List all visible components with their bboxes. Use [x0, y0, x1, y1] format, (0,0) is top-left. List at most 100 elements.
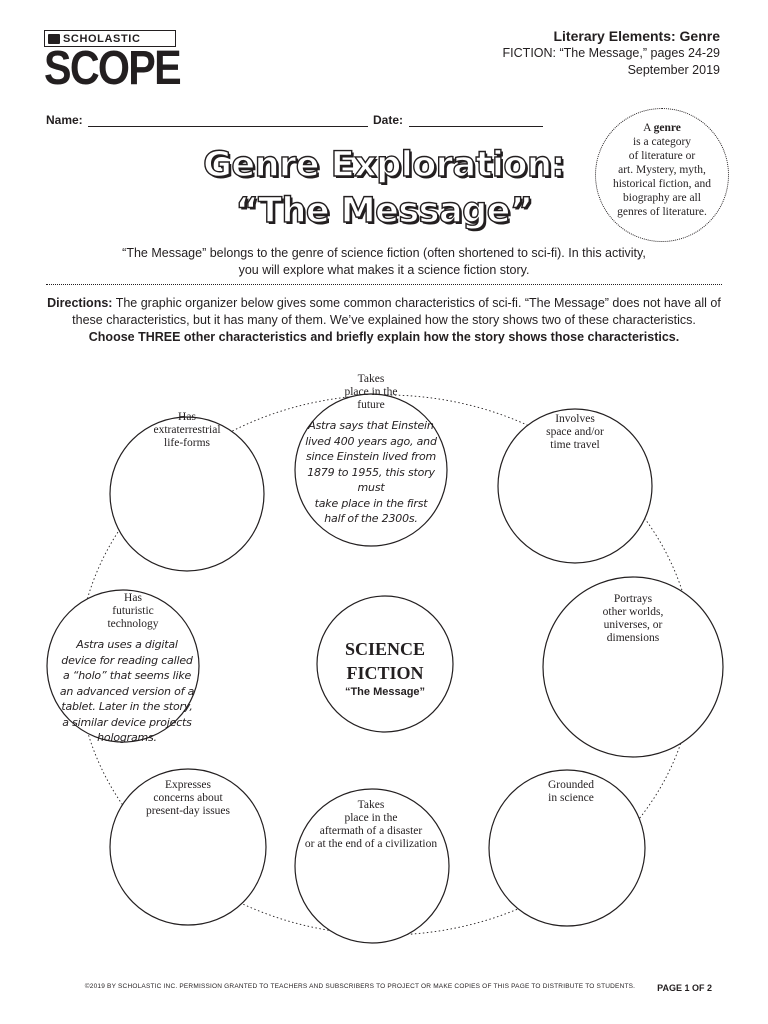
answer-tech-3: a “holo” that seems like [62, 669, 192, 682]
label-sci-2: in science [548, 792, 594, 804]
genre-line-7: genres of literature. [617, 206, 707, 218]
header-date: September 2019 [627, 63, 720, 77]
page-title: Genre Exploration: “The Message” [0, 142, 768, 234]
label-future-3: future [357, 399, 385, 411]
date-label: Date: [373, 113, 404, 127]
dotted-divider [46, 284, 722, 285]
answer-technology: Astra uses a digital device for reading … [52, 637, 202, 746]
scholastic-bar: SCHOLASTIC [44, 30, 176, 47]
intro-text: “The Message” belongs to the genre of sc… [40, 245, 728, 279]
name-label: Name: [46, 113, 83, 127]
name-field[interactable] [88, 126, 368, 127]
scope-logo: SCHOLASTIC SCOPE [44, 30, 182, 94]
label-st-3: time travel [550, 439, 600, 451]
directions-line-1: Directions: The graphic organizer below … [30, 295, 738, 312]
answer-future-2: lived 400 years ago, and [305, 434, 437, 448]
answer-future: Astra says that Einstein lived 400 years… [296, 418, 446, 527]
directions-line-1-text: The graphic organizer below gives some c… [112, 296, 721, 310]
center-line-1: SCIENCE [344, 639, 426, 659]
answer-tech-1: Astra uses a digital [76, 638, 178, 651]
answer-future-4: 1879 to 1955, this story must [307, 465, 435, 495]
intro-line-2: you will explore what makes it a science… [238, 263, 530, 277]
intro-line-1: “The Message” belongs to the genre of sc… [122, 246, 646, 260]
copyright-footer: ©2019 BY SCHOLASTIC INC. PERMISSION GRAN… [84, 983, 636, 990]
circle-future[interactable] [294, 393, 448, 547]
label-tech-3: technology [107, 618, 159, 630]
label-ow-1: Portrays [613, 593, 653, 605]
genre-pre: A [643, 122, 654, 134]
page-number: PAGE 1 OF 2 [657, 983, 712, 993]
circle-other-worlds[interactable] [542, 576, 724, 758]
label-pd-1: Expresses [165, 779, 211, 791]
label-science: Grounded in science [521, 779, 621, 805]
label-et-1: Has [178, 411, 196, 423]
label-dis-1: Takes [357, 799, 385, 811]
label-disaster: Takes place in the aftermath of a disast… [296, 799, 446, 851]
genre-line-5: historical fiction, and [612, 178, 712, 190]
genre-line-2: is a category [632, 136, 692, 148]
label-pd-3: present-day issues [146, 805, 230, 817]
answer-tech-5: tablet. Later in the story, [61, 700, 193, 713]
label-future: Takes place in the future [321, 373, 421, 412]
scope-wordmark: SCOPE [44, 42, 182, 95]
label-et-3: life-forms [164, 437, 210, 449]
genre-definition: A genre is a category of literature or a… [595, 108, 729, 242]
label-ow-3: universes, or [603, 619, 663, 631]
label-tech-2: futuristic [112, 605, 154, 617]
center-circle [316, 595, 454, 733]
circle-science[interactable] [488, 769, 646, 927]
center-title: SCIENCE FICTION [320, 637, 450, 685]
label-ow-2: other worlds, [602, 606, 664, 618]
label-extraterrestrial: Has extraterrestrial life-forms [137, 411, 237, 450]
circle-extraterrestrial[interactable] [109, 416, 265, 572]
directions-text: Directions: The graphic organizer below … [30, 295, 738, 346]
label-dis-2: place in the [344, 812, 398, 824]
book-icon [48, 33, 60, 44]
title-line-1: Genre Exploration: [202, 144, 566, 185]
answer-tech-4: an advanced version of a [59, 684, 195, 698]
title-line-2: “The Message” [235, 190, 534, 231]
label-space-time: Involves space and/or time travel [525, 413, 625, 452]
genre-term: genre [653, 122, 681, 134]
answer-future-3: since Einstein lived from [305, 450, 437, 463]
label-present-day: Expresses concerns about present-day iss… [138, 779, 238, 818]
answer-tech-2: device for reading called [61, 653, 193, 667]
circle-present-day[interactable] [109, 768, 267, 926]
label-other-worlds: Portrays other worlds, universes, or dim… [583, 593, 683, 645]
genre-line-1: A genre [596, 121, 728, 135]
label-dis-4: or at the end of a civilization [304, 838, 438, 850]
label-ow-4: dimensions [606, 632, 660, 644]
date-field[interactable] [409, 126, 543, 127]
answer-tech-6: a similar device projects [62, 715, 192, 729]
circle-technology[interactable] [46, 589, 200, 743]
answer-future-6: half of the 2300s. [324, 512, 418, 525]
header-lesson: Literary Elements: Genre [553, 28, 720, 44]
label-et-2: extraterrestrial [153, 424, 221, 436]
header-story: FICTION: “The Message,” pages 24-29 [502, 46, 720, 60]
answer-future-1: Astra says that Einstein [308, 419, 434, 432]
label-st-2: space and/or [546, 426, 604, 438]
label-pd-2: concerns about [153, 792, 223, 804]
circle-disaster[interactable] [294, 788, 450, 944]
genre-line-4: art. Mystery, myth, [618, 164, 706, 176]
label-dis-3: aftermath of a disaster [319, 825, 423, 837]
genre-line-3: of literature or [628, 150, 696, 162]
directions-line-3: Choose THREE other characteristics and b… [88, 330, 680, 344]
label-future-2: place in the [344, 386, 398, 398]
center-line-2: FICTION [346, 663, 424, 683]
label-sci-1: Grounded [548, 779, 594, 791]
page-header: Literary Elements: Genre FICTION: “The M… [503, 27, 720, 79]
label-future-1: Takes [357, 373, 385, 385]
directions-label: Directions: [47, 296, 113, 310]
label-technology: Has futuristic technology [83, 592, 183, 631]
directions-line-2: these characteristics, but it has many o… [72, 313, 696, 327]
answer-tech-7: holograms. [97, 731, 157, 744]
genre-line-6: biography are all [623, 192, 701, 204]
circle-space-time[interactable] [497, 408, 653, 564]
label-st-1: Involves [555, 413, 595, 425]
center-subtitle: “The Message” [344, 686, 426, 698]
scholastic-text: SCHOLASTIC [63, 32, 141, 45]
label-tech-1: Has [124, 592, 142, 604]
answer-future-5: take place in the first [314, 496, 428, 510]
